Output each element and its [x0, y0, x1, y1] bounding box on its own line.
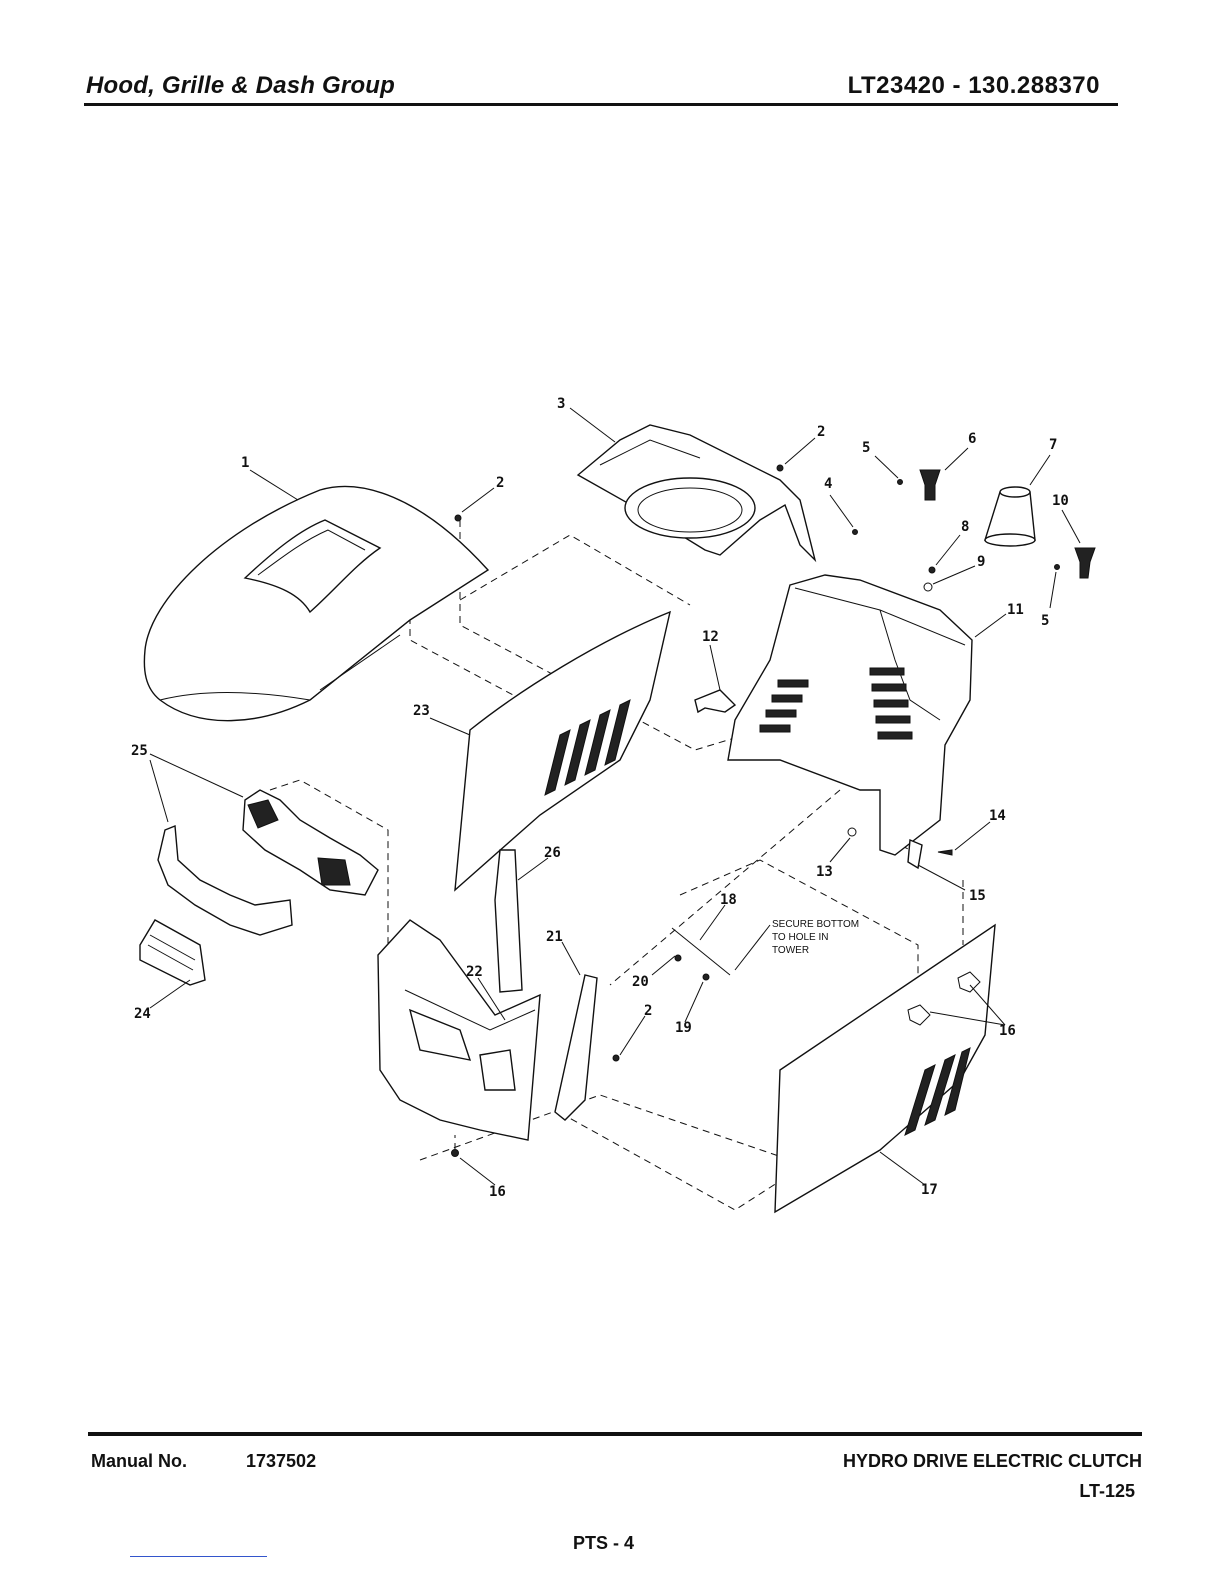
- callout-18: 18: [720, 892, 737, 908]
- callout-11: 11: [1007, 602, 1024, 618]
- footer-divider: [88, 1432, 1142, 1436]
- bracket-part-26: [495, 850, 522, 992]
- callout-3: 3: [557, 396, 565, 412]
- callout-13: 13: [816, 864, 833, 880]
- callout-9: 9: [977, 554, 985, 570]
- callout-2: 2: [644, 1003, 652, 1019]
- callout-8: 8: [961, 519, 969, 535]
- callout-6: 6: [968, 431, 976, 447]
- callout-25: 25: [131, 743, 148, 759]
- dash-tower-part: [728, 575, 972, 855]
- bracket-part-12: [695, 690, 735, 712]
- support-rod-part: [672, 928, 730, 975]
- callout-2: 2: [496, 475, 504, 491]
- callout-7: 7: [1049, 437, 1057, 453]
- callout-19: 19: [675, 1020, 692, 1036]
- footer-model: LT-125: [1079, 1481, 1135, 1502]
- callout-12: 12: [702, 629, 719, 645]
- manual-label: Manual No.: [91, 1451, 187, 1472]
- clip-part-15: [908, 840, 922, 868]
- callout-24: 24: [134, 1006, 151, 1022]
- dash-panel-part: [578, 425, 815, 560]
- callout-4: 4: [824, 476, 832, 492]
- link-underline: [130, 1556, 267, 1557]
- callout-22: 22: [466, 964, 483, 980]
- callout-2: 2: [817, 424, 825, 440]
- callout-16: 16: [999, 1023, 1016, 1039]
- callout-16: 16: [489, 1184, 506, 1200]
- switch-part-10: [1075, 548, 1095, 578]
- note-line: SECURE BOTTOM: [772, 919, 859, 930]
- callout-20: 20: [632, 974, 649, 990]
- left-side-panel-part: [455, 612, 670, 890]
- product-description: HYDRO DRIVE ELECTRIC CLUTCH: [843, 1451, 1142, 1472]
- callout-10: 10: [1052, 493, 1069, 509]
- callout-5: 5: [862, 440, 870, 456]
- callout-5: 5: [1041, 613, 1049, 629]
- cup-holder-part: [985, 487, 1035, 546]
- callout-17: 17: [921, 1182, 938, 1198]
- callout-14: 14: [989, 808, 1006, 824]
- headlight-assembly-part: [158, 790, 378, 935]
- assembly-note: SECURE BOTTOM TO HOLE IN TOWER: [772, 919, 859, 956]
- right-side-panel-part: [775, 925, 995, 1212]
- callout-1: 1: [241, 455, 249, 471]
- note-line: TOWER: [772, 945, 809, 956]
- note-line: TO HOLE IN: [772, 932, 829, 943]
- manual-number: 1737502: [246, 1451, 316, 1472]
- grille-insert-part: [140, 920, 205, 985]
- page-number: PTS - 4: [573, 1533, 634, 1554]
- switch-part-6: [920, 470, 940, 500]
- callout-26: 26: [544, 845, 561, 861]
- callout-15: 15: [969, 888, 986, 904]
- hood-part: [144, 486, 488, 720]
- callout-21: 21: [546, 929, 563, 945]
- callout-23: 23: [413, 703, 430, 719]
